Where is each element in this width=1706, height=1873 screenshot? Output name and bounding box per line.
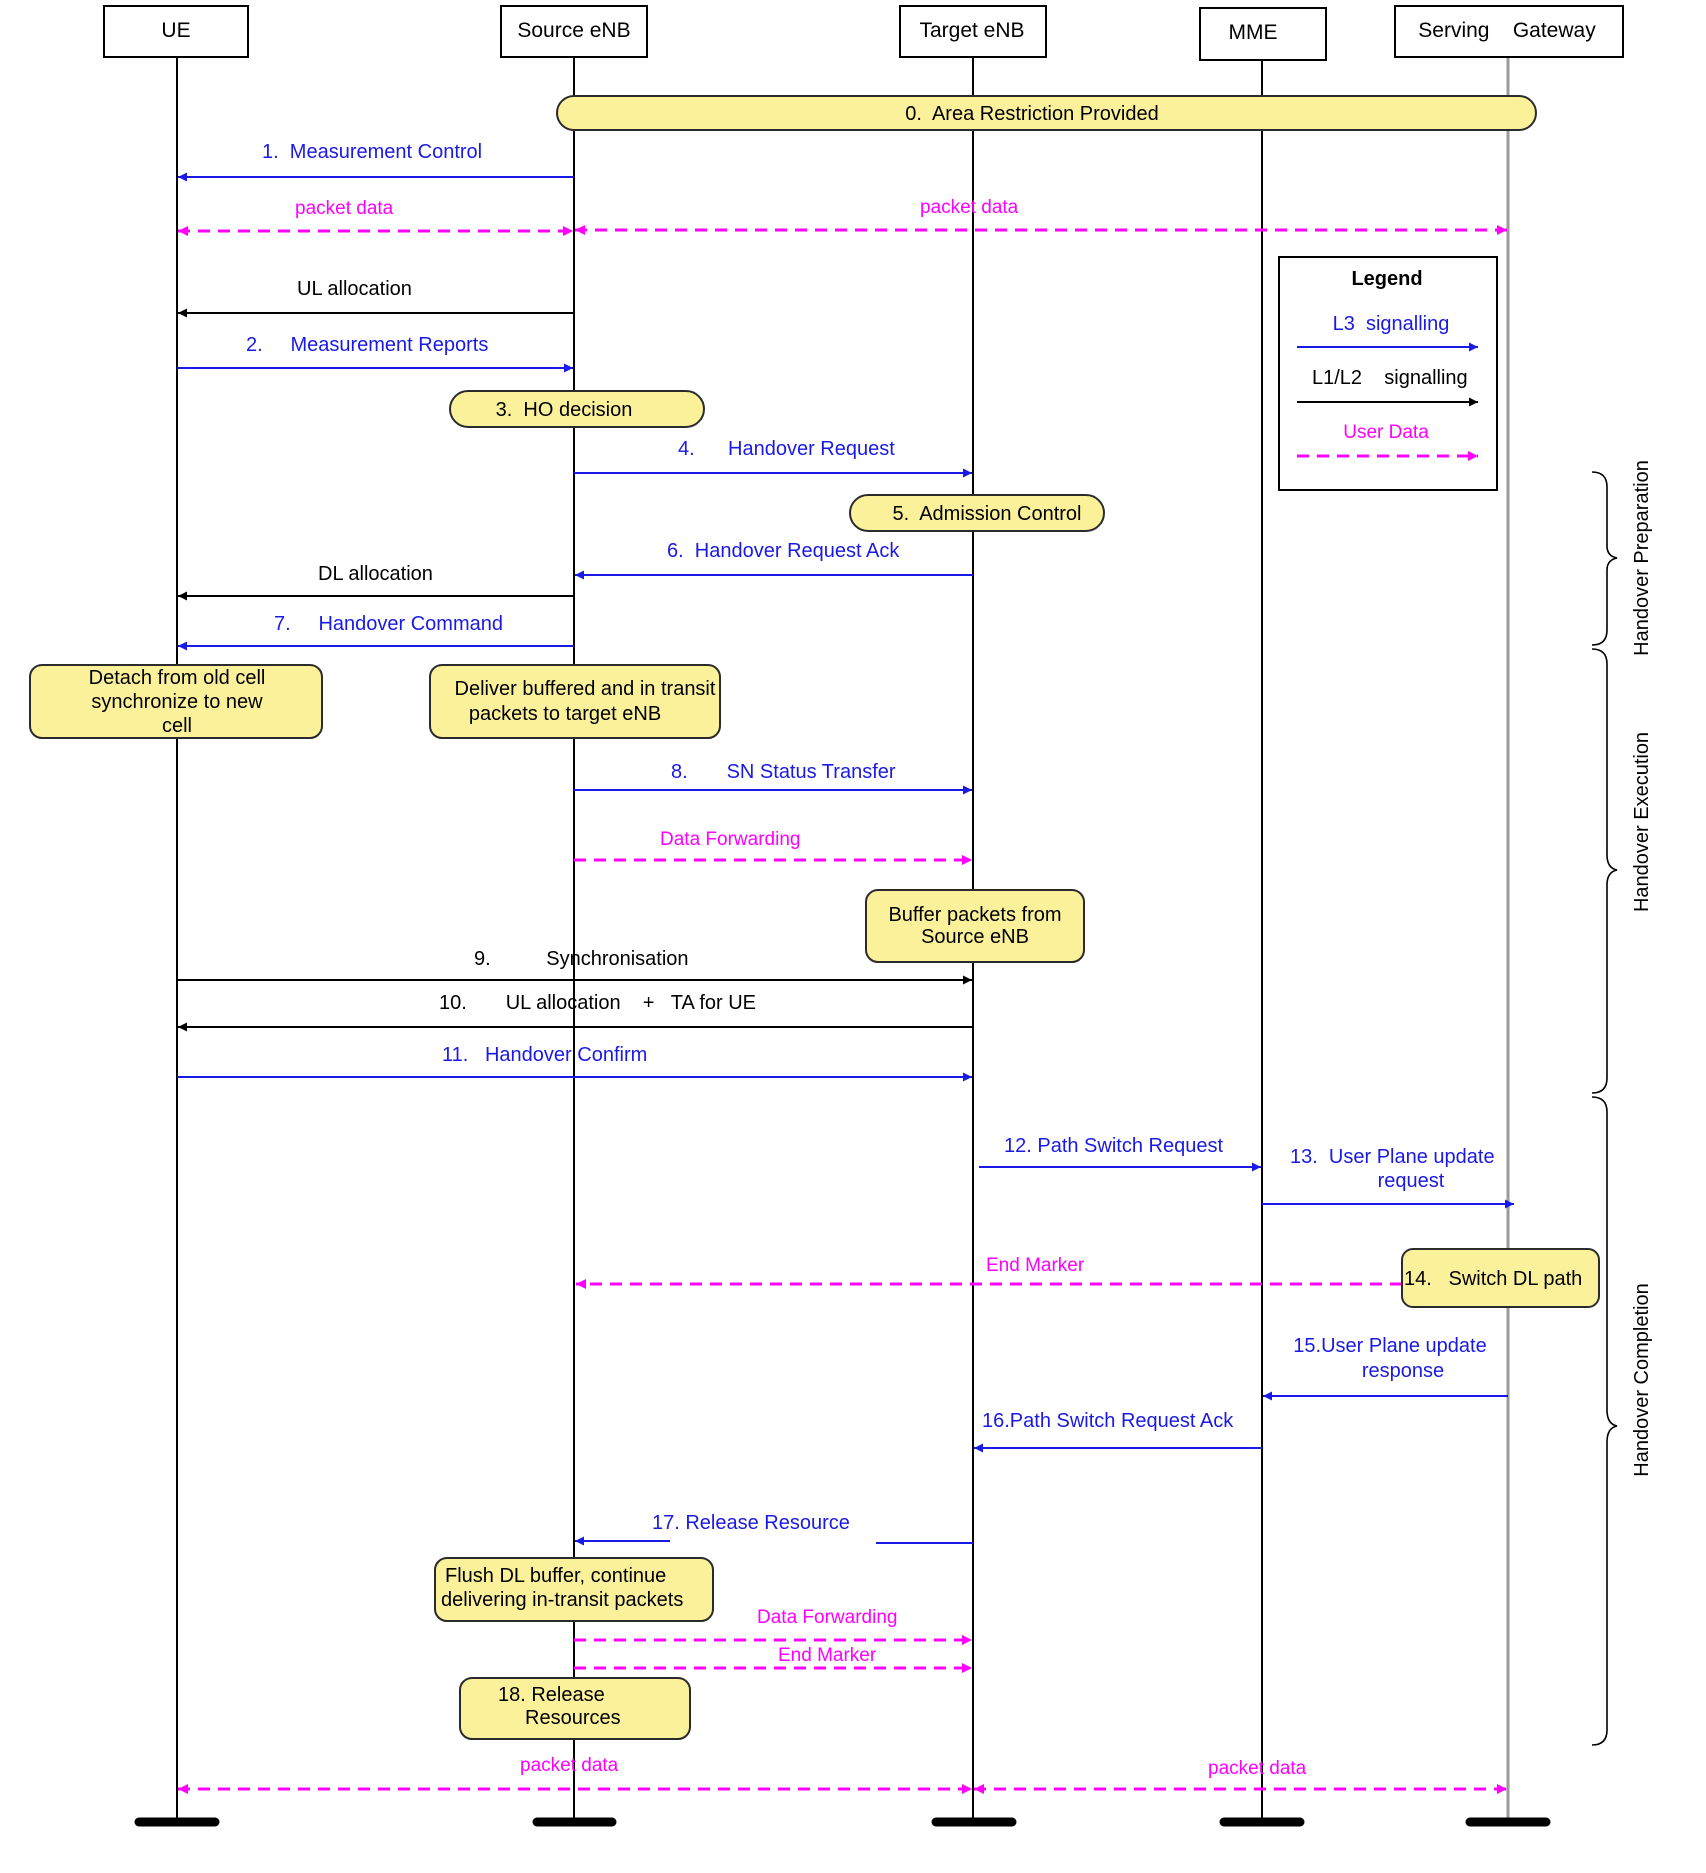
- packet-data-ue-target-label: packet data: [520, 1755, 619, 1776]
- legend-user-data-label: User Data: [1343, 422, 1429, 443]
- note-area-restriction: 0. Area Restriction Provided: [556, 95, 1537, 131]
- note-flush-dl-line2: delivering in-transit packets: [441, 1589, 683, 1611]
- note-switch-dl-path-text: 14. Switch DL path: [1404, 1268, 1582, 1290]
- note-release-resources: 18. Release Resources: [459, 1677, 691, 1740]
- entity-mme-label: MME: [1229, 21, 1278, 44]
- note-deliver-buffered: Deliver buffered and in transit packets …: [429, 664, 721, 739]
- legend-l3-label: L3 signalling: [1333, 313, 1450, 335]
- msg-ul-allocation-label: UL allocation: [297, 278, 412, 300]
- msg-user-plane-update-request-line1: 13. User Plane update: [1290, 1146, 1495, 1168]
- phase-label-execution: Handover Execution: [1631, 732, 1653, 912]
- phase-label-preparation: Handover Preparation: [1631, 460, 1653, 656]
- msg-measurement-reports-label: 2. Measurement Reports: [246, 334, 488, 356]
- entity-target-enb-label: Target eNB: [919, 19, 1024, 42]
- note-buffer-packets-line1: Buffer packets from: [888, 904, 1061, 926]
- note-switch-dl-path: 14. Switch DL path: [1401, 1248, 1600, 1308]
- note-area-restriction-text: 0. Area Restriction Provided: [905, 103, 1158, 125]
- end-marker-2-label: End Marker: [778, 1645, 877, 1666]
- note-flush-dl: Flush DL buffer, continue delivering in-…: [434, 1557, 714, 1622]
- note-buffer-packets: Buffer packets from Source eNB: [865, 889, 1085, 963]
- entity-ue-label: UE: [161, 19, 190, 42]
- brace-execution: [1591, 648, 1618, 1094]
- msg-path-switch-request-ack-label: 16.Path Switch Request Ack: [982, 1410, 1234, 1432]
- entity-serving-gateway-label: Serving Gateway: [1418, 19, 1596, 42]
- data-forwarding-2-label: Data Forwarding: [757, 1607, 897, 1628]
- note-deliver-buffered-line1: Deliver buffered and in transit: [455, 678, 716, 700]
- entity-serving-gateway: Serving Gateway: [1394, 5, 1624, 58]
- note-admission-control-text: 5. Admission Control: [893, 503, 1082, 525]
- note-admission-control: 5. Admission Control: [849, 494, 1105, 532]
- packet-data-target-gateway-label: packet data: [1208, 1758, 1307, 1779]
- msg-user-plane-update-request-line2: request: [1378, 1170, 1445, 1192]
- note-ho-decision-text: 3. HO decision: [496, 399, 633, 421]
- msg-ul-allocation-ta-label: 10. UL allocation + TA for UE: [439, 992, 756, 1014]
- end-marker-1-label: End Marker: [986, 1255, 1085, 1276]
- note-release-resources-line2: Resources: [525, 1707, 621, 1729]
- msg-release-resource-label: 17. Release Resource: [652, 1512, 850, 1534]
- packet-data-ue-source-label: packet data: [295, 198, 394, 219]
- packet-data-source-gateway-label: packet data: [920, 197, 1019, 218]
- brace-completion: [1591, 1096, 1618, 1746]
- data-forwarding-1-label: Data Forwarding: [660, 829, 800, 850]
- note-flush-dl-line1: Flush DL buffer, continue: [445, 1565, 666, 1587]
- msg-handover-request-label: 4. Handover Request: [678, 438, 895, 460]
- msg-handover-confirm-label: 11. Handover Confirm: [442, 1044, 647, 1066]
- msg-synchronisation-label: 9. Synchronisation: [474, 948, 689, 970]
- msg-user-plane-update-response-line1: 15.User Plane update: [1293, 1335, 1486, 1357]
- brace-preparation: [1591, 471, 1618, 646]
- msg-dl-allocation-label: DL allocation: [318, 563, 433, 585]
- msg-handover-request-ack-label: 6. Handover Request Ack: [667, 540, 900, 562]
- msg-measurement-control-label: 1. Measurement Control: [262, 141, 482, 163]
- entity-source-enb-label: Source eNB: [517, 19, 630, 42]
- note-deliver-buffered-line2: packets to target eNB: [469, 703, 661, 725]
- msg-handover-command-label: 7. Handover Command: [274, 613, 503, 635]
- note-detach-line1: Detach from old cell: [89, 667, 266, 689]
- entity-source-enb: Source eNB: [500, 5, 648, 58]
- msg-user-plane-update-response-line2: response: [1362, 1360, 1444, 1382]
- phase-label-completion: Handover Completion: [1631, 1283, 1653, 1476]
- legend: Legend L3 signalling L1/L2 signalling Us…: [1278, 256, 1498, 491]
- msg-sn-status-transfer-label: 8. SN Status Transfer: [671, 761, 896, 783]
- note-buffer-packets-line2: Source eNB: [921, 926, 1029, 948]
- note-ho-decision: 3. HO decision: [449, 390, 705, 428]
- note-detach-line2: synchronize to new: [91, 691, 263, 713]
- legend-title: Legend: [1351, 268, 1422, 290]
- entity-mme: MME: [1199, 7, 1327, 61]
- entity-target-enb: Target eNB: [899, 5, 1047, 58]
- note-release-resources-line1: 18. Release: [498, 1684, 605, 1706]
- note-detach-line3: cell: [162, 715, 192, 737]
- note-detach: Detach from old cell synchronize to new …: [29, 664, 323, 739]
- legend-l1l2-label: L1/L2 signalling: [1312, 367, 1468, 389]
- entity-ue: UE: [103, 5, 249, 58]
- msg-path-switch-request-label: 12. Path Switch Request: [1004, 1135, 1223, 1157]
